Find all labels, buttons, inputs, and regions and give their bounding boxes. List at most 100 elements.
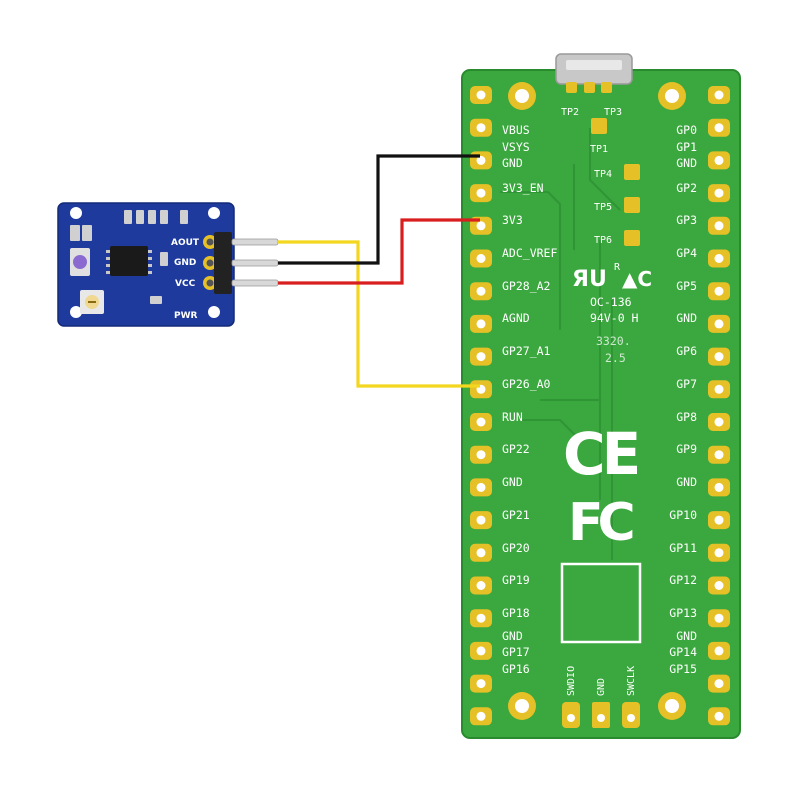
module-mounting-hole <box>70 306 82 318</box>
mounting-hole <box>508 692 536 720</box>
testpoint-pad <box>624 197 640 213</box>
tp-label: TP5 <box>594 202 612 213</box>
left-pin-hole <box>476 613 486 623</box>
right-pin-label: GP3 <box>676 213 697 227</box>
rating-line-2: 94V-0 H <box>590 311 639 325</box>
module-mounting-hole <box>208 306 220 318</box>
right-pin-hole <box>714 450 724 460</box>
pwr-label: PWR <box>174 311 198 321</box>
right-pin-label: GP10 <box>669 508 697 522</box>
module-pin-label-vcc: VCC <box>175 279 196 289</box>
testpoint-pad <box>566 82 577 93</box>
left-pin-hole <box>476 711 486 721</box>
right-pin-label: GND <box>676 311 697 325</box>
right-pin-label: GP7 <box>676 377 697 391</box>
module-header <box>203 232 232 294</box>
left-pin-label: GND <box>502 475 523 489</box>
right-pin-hole <box>714 352 724 362</box>
mounting-hole <box>658 692 686 720</box>
pico-board: VBUSVSYSGND3V3_EN3V3ADC_VREFGP28_A2AGNDG… <box>461 53 741 739</box>
wires <box>278 154 480 388</box>
testpoint-pad <box>624 164 640 180</box>
testpoint-pad <box>591 118 607 134</box>
right-pin-label: GND <box>676 629 697 643</box>
debug-label-swdio: SWDIO <box>566 666 577 696</box>
pico-left-header: VBUSVSYSGND3V3_EN3V3ADC_VREFGP28_A2AGNDG… <box>470 86 557 726</box>
left-pin-label: GP27_A1 <box>502 344 551 358</box>
right-pin-hole <box>714 188 724 198</box>
right-pin-label: GP1 <box>676 140 697 154</box>
left-pin-hole <box>476 286 486 296</box>
tp-label: TP1 <box>590 144 608 155</box>
certification-marks: ЯU R ▲C OC-136 94V-0 H 3320. 2.5 CE FC <box>560 262 652 644</box>
rating-line-1: OC-136 <box>590 295 632 309</box>
right-pin-hole <box>714 155 724 165</box>
tp-label: TP6 <box>594 235 612 246</box>
left-pin-hole <box>476 155 486 165</box>
testpoint-pad <box>624 230 640 246</box>
left-pin-hole <box>476 352 486 362</box>
right-pin-hole <box>714 221 724 231</box>
left-pin-hole <box>476 482 486 492</box>
right-pin-hole <box>714 613 724 623</box>
module-mounting-hole <box>208 207 220 219</box>
debug-header: SWDIO GND SWCLK <box>562 666 640 728</box>
left-pin-hole <box>476 548 486 558</box>
left-pin-label: GP20 <box>502 541 530 555</box>
debug-label-gnd: GND <box>596 678 607 696</box>
left-pin-label: VSYS <box>502 140 530 154</box>
right-pin-label: GP6 <box>676 344 697 358</box>
testpoint-group: TP2 TP3 TP1 TP4 TP5 TP6 <box>561 82 640 246</box>
mounting-hole <box>508 82 536 110</box>
smd-components <box>70 210 188 266</box>
ul-ac-mark: ▲C <box>622 267 652 291</box>
right-pin-label: GP12 <box>669 573 697 587</box>
left-pin-label: GP26_A0 <box>502 377 551 391</box>
wire-signal-yellow <box>278 240 480 388</box>
left-pin-hole <box>476 221 486 231</box>
module-header-pins <box>231 238 279 287</box>
testpoint-pad <box>584 82 595 93</box>
right-pin-hole <box>714 515 724 525</box>
left-pin-label: GND <box>502 156 523 170</box>
right-pin-hole <box>714 581 724 590</box>
right-pin-label: GP9 <box>676 442 697 456</box>
left-pin-label: AGND <box>502 311 530 325</box>
right-pin-label: GP15 <box>669 662 697 676</box>
right-pin-label: GND <box>676 475 697 489</box>
left-pin-hole <box>476 417 486 427</box>
debug-label-swclk: SWCLK <box>626 666 637 696</box>
right-pin-label: GP11 <box>669 541 697 555</box>
left-pin-hole <box>476 188 486 198</box>
left-pin-label: GP22 <box>502 442 530 456</box>
left-pin-label: GP21 <box>502 508 530 522</box>
sensor-module: PWR AOUT GND VCC <box>57 202 279 327</box>
date-code-2: 2.5 <box>605 351 626 365</box>
right-pin-hole <box>714 548 724 558</box>
ce-mark: CE <box>563 420 638 488</box>
right-pin-hole <box>714 482 724 492</box>
light-sensor-icon <box>70 248 90 276</box>
left-pin-hole <box>476 254 486 263</box>
left-pin-hole <box>476 581 486 590</box>
right-pin-hole <box>714 319 724 329</box>
right-pin-hole <box>714 90 724 100</box>
header-housing <box>214 232 232 294</box>
left-pin-hole <box>476 450 486 460</box>
right-pin-label: GP14 <box>669 645 697 659</box>
label-area <box>560 562 642 644</box>
left-pin-hole <box>476 646 486 656</box>
module-mounting-hole <box>70 207 82 219</box>
left-pin-hole <box>476 319 486 329</box>
potentiometer-icon <box>80 290 104 314</box>
left-pin-hole <box>476 679 486 689</box>
pcb-traces <box>500 128 621 560</box>
right-pin-hole <box>714 679 724 689</box>
right-pin-hole <box>714 286 724 296</box>
right-pin-label: GP4 <box>676 246 697 260</box>
left-pin-hole <box>476 515 486 525</box>
left-pin-label: GP18 <box>502 606 530 620</box>
left-pin-label: 3V3 <box>502 213 523 227</box>
pwr-led <box>150 296 162 304</box>
